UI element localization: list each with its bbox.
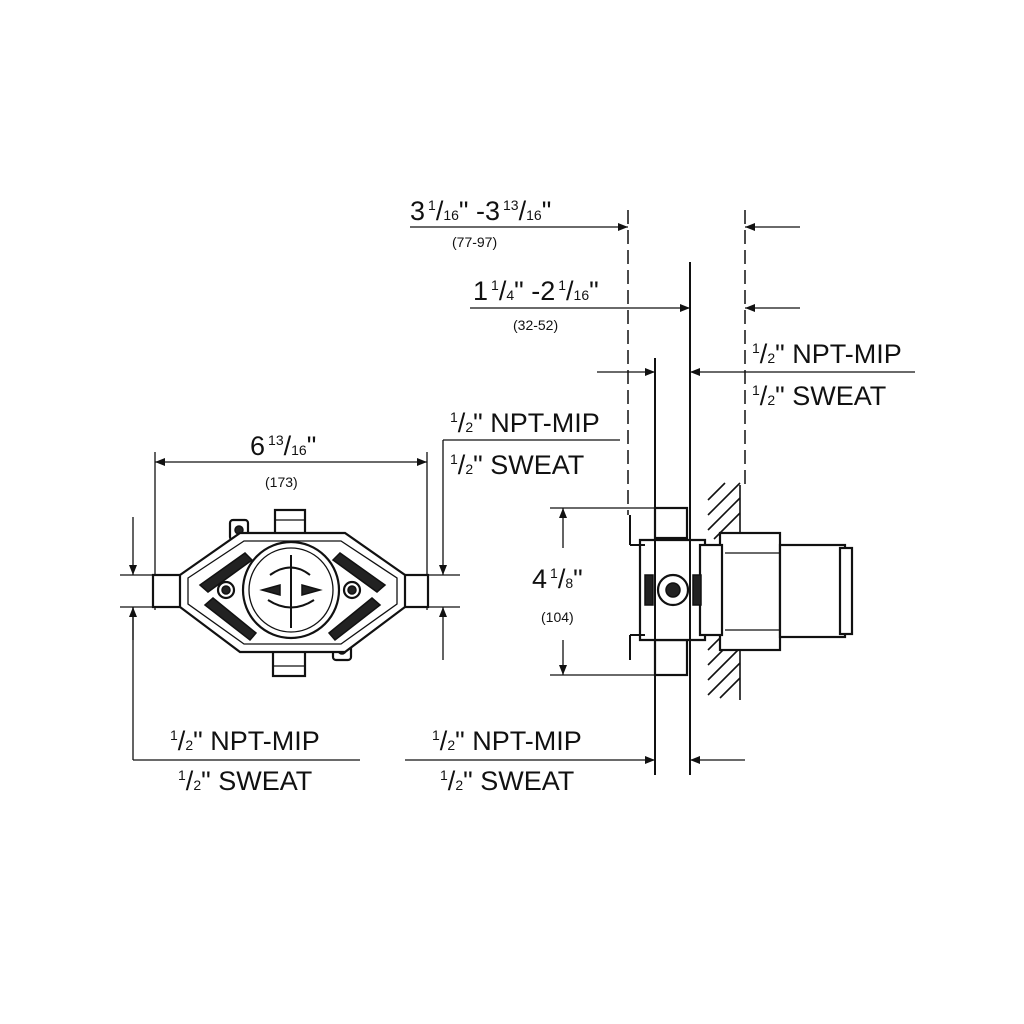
middle-connection-line2: 1/2" SWEAT xyxy=(450,450,584,480)
top-right-connection-line1: 1/2" NPT-MIP xyxy=(752,339,902,369)
top-right-connection-line2: 1/2" SWEAT xyxy=(752,381,886,411)
depth-inner-metric: (32-52) xyxy=(513,317,558,333)
bottom-left-connection-line2: 1/2" SWEAT xyxy=(178,766,312,796)
bottom-left-connection-line1: 1/2" NPT-MIP xyxy=(170,726,320,756)
side-view-valve xyxy=(629,482,854,700)
bottom-center-connection-line1: 1/2" NPT-MIP xyxy=(432,726,582,756)
bottom-center-connection-line2: 1/2" SWEAT xyxy=(440,766,574,796)
middle-connection-line1: 1/2" NPT-MIP xyxy=(450,408,600,438)
right-pipe-dimension xyxy=(428,439,620,660)
height-metric: (104) xyxy=(541,609,574,625)
left-pipe-dimension xyxy=(120,517,360,761)
side-reference-lines xyxy=(550,210,746,775)
front-view-valve xyxy=(151,452,430,678)
width-metric: (173) xyxy=(265,474,298,490)
depth-outer-metric: (77-97) xyxy=(452,234,497,250)
